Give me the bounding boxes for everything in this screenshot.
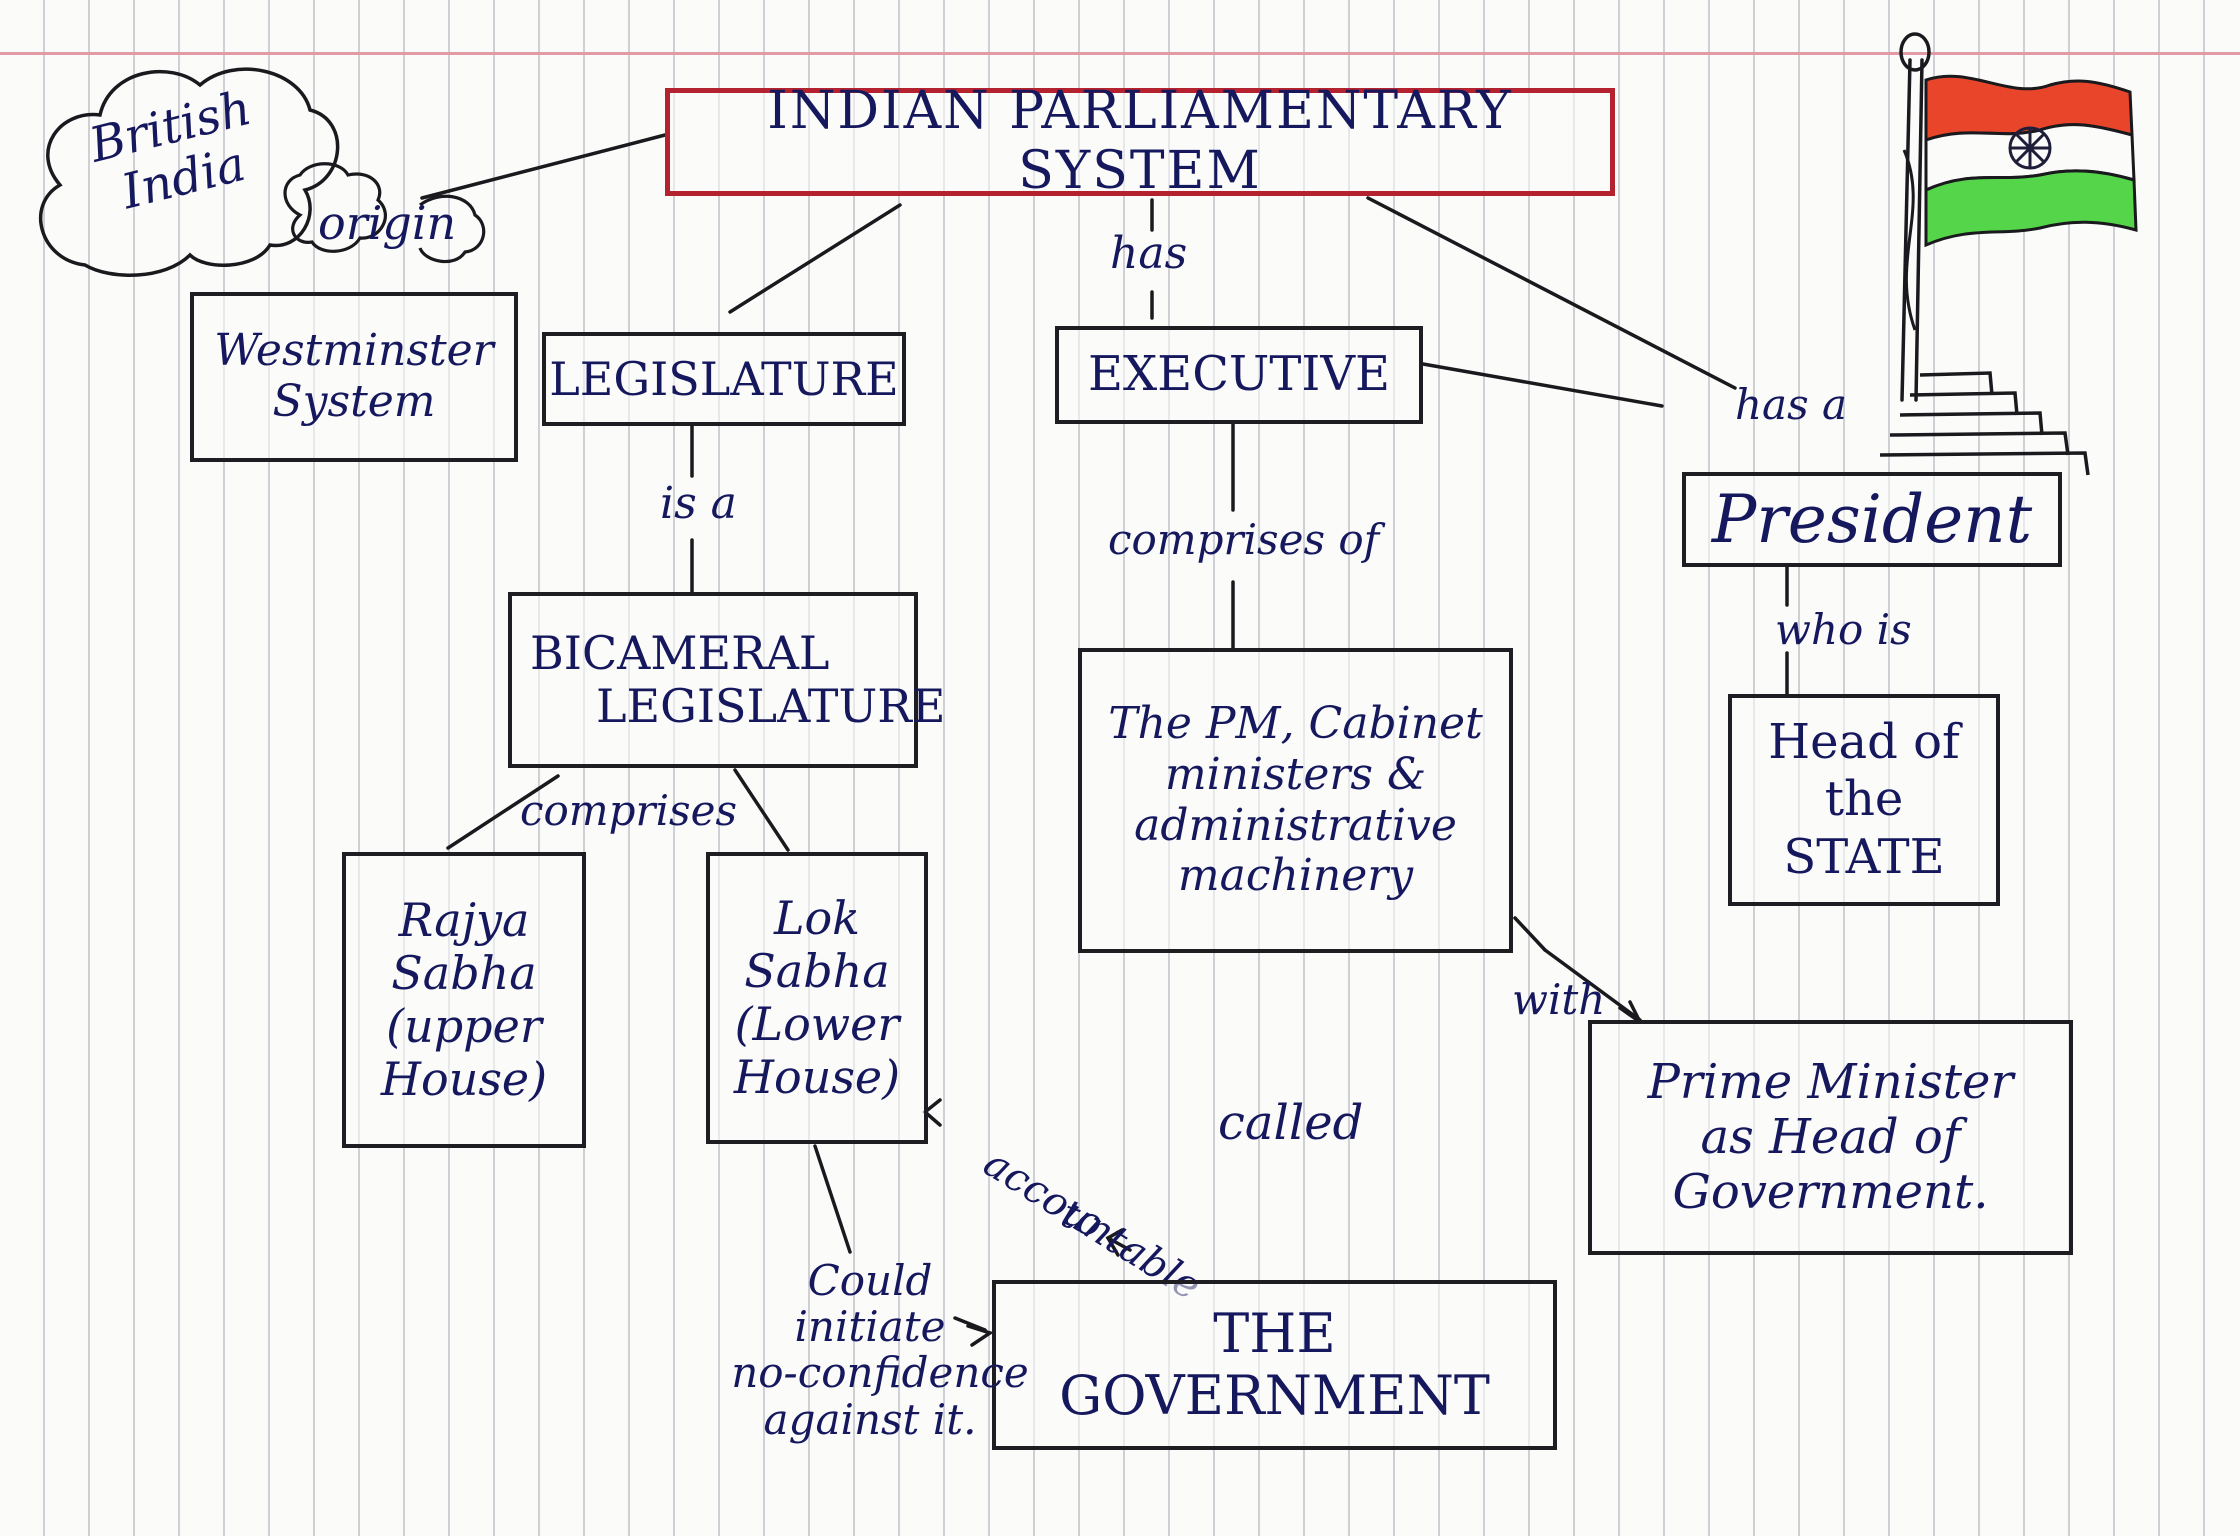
government-text: THE GOVERNMENT — [1059, 1301, 1490, 1427]
lok-line-4: House) — [733, 1049, 901, 1104]
edge-bicameral-to-rajya — [446, 774, 560, 850]
pm-line-3: Government. — [1672, 1164, 1989, 1221]
label-could-initiate: Could initiate no-confidence against it. — [731, 1257, 1075, 1443]
node-prime-minister: Prime Minister as Head of Government. — [1588, 1020, 2073, 1255]
ashoka-chakra-icon — [2008, 126, 2052, 170]
rajya-line-3: (upper — [386, 999, 542, 1053]
pm-line-2: as Head of — [1700, 1108, 1961, 1165]
lok-line-3: (Lower — [734, 997, 900, 1051]
exec-members-line-1: The PM, Cabinet — [1108, 698, 1483, 750]
president-text: President — [1711, 480, 2033, 558]
notebook-margin-line — [0, 52, 2240, 55]
head-of-state-line-2: the — [1824, 771, 1904, 828]
edge-title-to-origin — [420, 133, 667, 200]
head-of-state-line-3: STATE — [1783, 828, 1945, 885]
edge-gov-accountable — [1106, 1236, 1132, 1252]
edge-bicameral-to-lok — [733, 768, 790, 852]
label-with: with — [1512, 975, 1606, 1024]
rajya-line-2: Sabha — [391, 946, 537, 1001]
node-bicameral-legislature: BICAMERAL LEGISLATURE — [508, 592, 945, 768]
executive-text: EXECUTIVE — [1087, 346, 1391, 403]
node-the-government: THE GOVERNMENT — [992, 1280, 1557, 1450]
node-president: President — [1682, 472, 2062, 567]
rajya-line-1: Rajya — [398, 893, 530, 948]
title-text: INDIAN PARLIAMENTARY SYSTEM — [767, 81, 1513, 201]
edge-exec-with-top — [1513, 916, 1547, 952]
bicameral-line-2: LEGISLATURE — [596, 679, 946, 733]
westminster-line-2: System — [272, 376, 436, 427]
bicameral-line-1: BICAMERAL — [530, 626, 830, 681]
node-lok-sabha: Lok Sabha (Lower House) — [706, 852, 928, 1144]
lok-line-1: Lok — [773, 891, 861, 946]
node-executive: EXECUTIVE — [1055, 326, 1423, 424]
label-comprises-of: comprises of — [1108, 515, 1380, 564]
label-comprises: comprises — [520, 786, 737, 835]
could-line-3: no-confidence — [731, 1348, 1029, 1398]
label-origin: origin — [318, 196, 457, 250]
node-rajya-sabha: Rajya Sabha (upper House) — [342, 852, 586, 1148]
label-has: has — [1110, 228, 1188, 279]
legislature-text: LEGISLATURE — [549, 351, 899, 406]
label-has-a: has a — [1735, 380, 1848, 429]
exec-members-line-4: machinery — [1177, 850, 1414, 902]
indian-flag-icon — [1899, 32, 2138, 402]
exec-members-line-2: ministers & — [1164, 748, 1427, 800]
westminster-line-1: Westminster — [214, 325, 494, 377]
label-is-a: is a — [660, 478, 737, 529]
node-indian-parliamentary-system: INDIAN PARLIAMENTARY SYSTEM — [665, 81, 1615, 201]
pm-line-1: Prime Minister — [1647, 1053, 2014, 1110]
edge-executive-to-president — [1421, 362, 1664, 408]
label-called: called — [1218, 1095, 1364, 1151]
edge-title-to-president — [1366, 196, 1737, 390]
node-legislature: LEGISLATURE — [542, 332, 906, 426]
edge-exec-with-bottom — [1543, 948, 1642, 1022]
podium-steps-icon — [1880, 371, 2090, 476]
arrow-could-initiate — [966, 1324, 995, 1347]
rajya-line-4: House) — [380, 1051, 548, 1106]
node-executive-members: The PM, Cabinet ministers & administrati… — [1078, 648, 1513, 953]
could-line-4: against it. — [763, 1394, 977, 1444]
node-head-of-state: Head of the STATE — [1728, 694, 2000, 906]
node-westminster-system: Westminster System — [190, 292, 518, 462]
could-line-2: initiate — [794, 1302, 946, 1352]
lok-line-2: Sabha — [744, 944, 890, 999]
arrow-accountable-to — [1105, 1228, 1124, 1257]
exec-members-line-3: administrative — [1134, 799, 1457, 851]
edge-lok-to-could — [813, 1144, 852, 1254]
head-of-state-line-1: Head of — [1768, 713, 1960, 770]
label-who-is: who is — [1775, 605, 1912, 654]
could-line-1: Could — [807, 1256, 933, 1305]
edge-title-to-legislature — [728, 203, 902, 314]
